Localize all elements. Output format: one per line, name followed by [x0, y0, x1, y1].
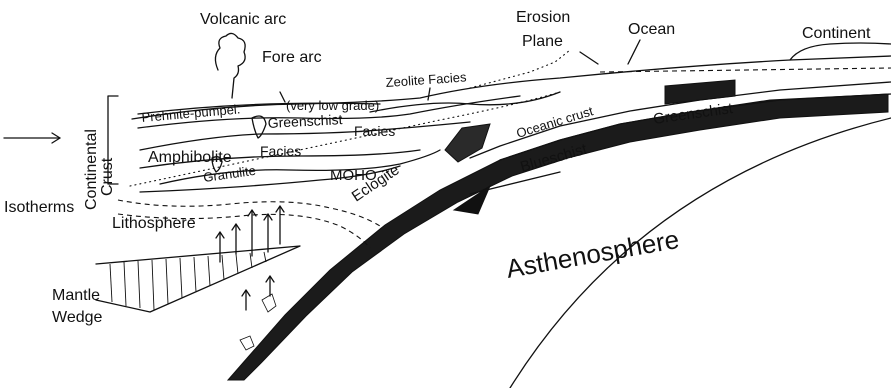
label-mantle: Mantle: [52, 287, 100, 304]
ocean-arrow: [628, 40, 640, 64]
label-greenschist-arc: Greenschist: [267, 111, 343, 131]
subducting-slab: [228, 94, 888, 380]
label-volcanic-arc: Volcanic arc: [200, 11, 286, 28]
label-facies-2: Facies: [260, 143, 301, 159]
slab-break-2: [240, 336, 254, 350]
label-fore-arc: Fore arc: [262, 49, 322, 66]
eclogite-block: [445, 124, 490, 162]
volcano-icon: [215, 33, 245, 98]
label-crust: Crust: [99, 157, 116, 196]
zeolite-pointer: [428, 88, 430, 100]
label-asthenosphere: Asthenosphere: [504, 224, 681, 284]
erosion-stipple: [470, 50, 570, 88]
erosion-arrow: [580, 52, 598, 64]
label-continental: Continental: [83, 129, 100, 210]
label-facies-1: Facies: [354, 123, 395, 139]
label-wedge: Wedge: [52, 309, 103, 326]
label-ocean: Ocean: [628, 21, 675, 38]
label-zeolite-facies: Zeolite Facies: [385, 69, 467, 90]
label-plane: Plane: [522, 33, 563, 50]
label-isotherms: Isotherms: [4, 199, 74, 216]
label-continent: Continent: [802, 25, 871, 42]
label-erosion: Erosion: [516, 9, 570, 26]
label-granulite: Granulite: [202, 163, 256, 185]
fore-arc-arrow: [280, 92, 285, 102]
label-amphibolite: Amphibolite: [148, 149, 232, 166]
zeolite-base: [370, 92, 560, 112]
label-lithosphere: Lithosphere: [112, 215, 196, 232]
slab-break-1: [262, 294, 276, 312]
